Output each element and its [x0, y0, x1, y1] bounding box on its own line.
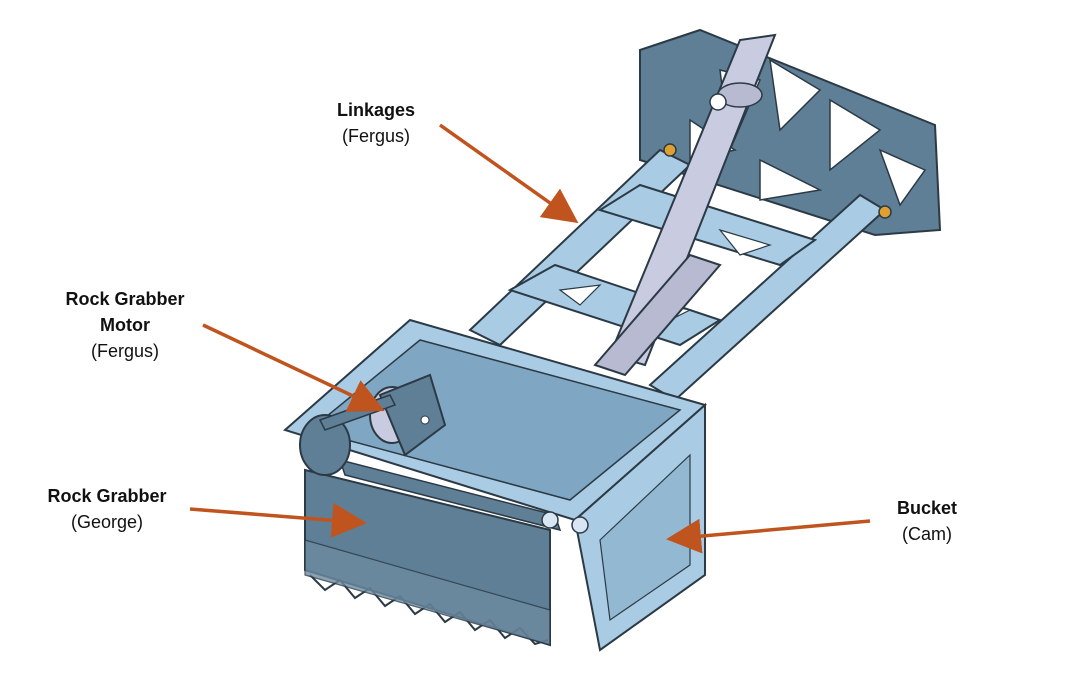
label-rock-grabber-motor-owner: (Fergus) [90, 341, 159, 361]
label-rock-grabber-motor-title-2: Motor [100, 315, 150, 335]
label-linkages-title: Linkages [336, 100, 416, 120]
arrow-rock-grabber [189, 502, 367, 538]
label-linkages-owner: (Fergus) [341, 126, 410, 146]
arrow-linkages [438, 123, 579, 224]
label-rock-grabber-owner: (George) [70, 512, 144, 532]
arrow-bucket [666, 518, 871, 554]
label-linkages: Linkages (Fergus) [316, 97, 436, 149]
linear-actuator [593, 33, 777, 377]
label-bucket-title: Bucket [896, 498, 958, 518]
bucket [283, 318, 708, 652]
arrow-rock-grabber-motor [202, 323, 385, 412]
label-rock-grabber-title: Rock Grabber [47, 486, 167, 506]
label-rock-grabber-motor: Rock Grabber Motor (Fergus) [45, 286, 205, 364]
label-rock-grabber-motor-title-1: Rock Grabber [65, 289, 185, 309]
label-rock-grabber: Rock Grabber (George) [27, 483, 187, 535]
label-bucket-owner: (Cam) [902, 524, 952, 544]
label-bucket: Bucket (Cam) [872, 495, 982, 547]
